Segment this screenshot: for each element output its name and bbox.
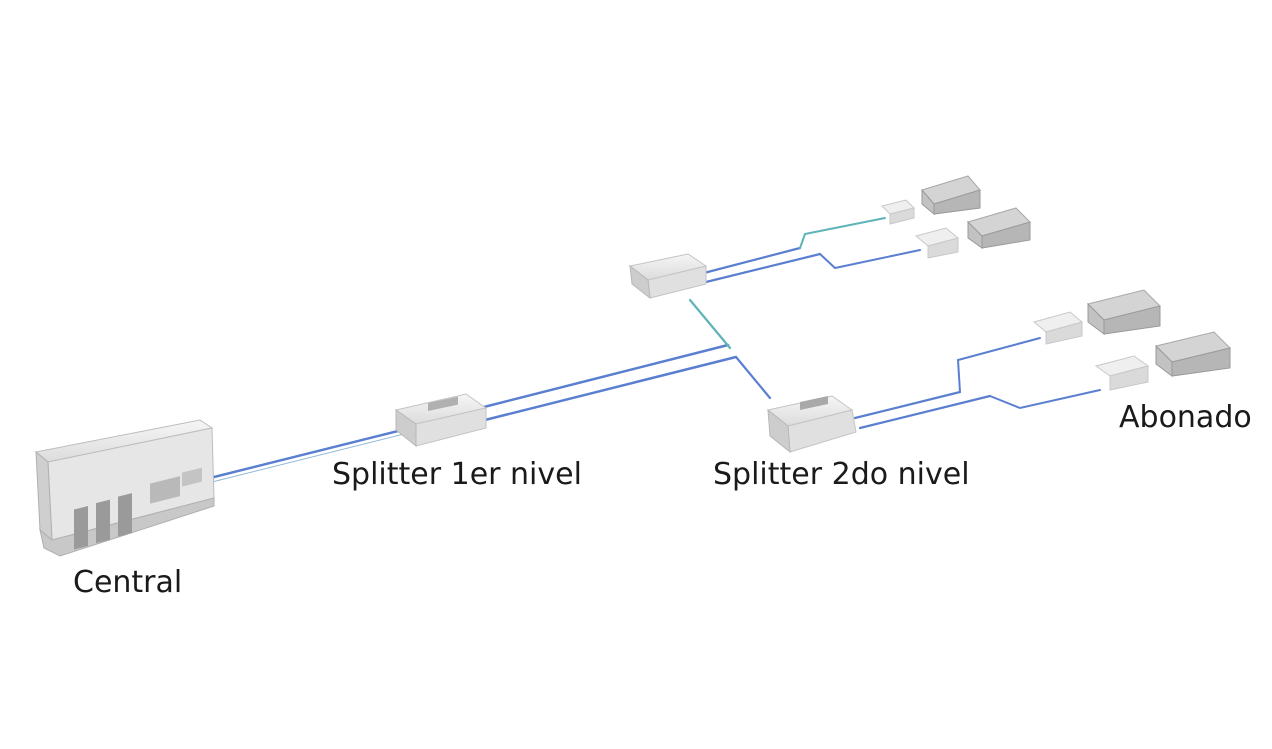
optical-splitter-icon (766, 395, 857, 454)
subscriber-house-icon (1087, 289, 1161, 335)
ont-terminal-icon (1032, 311, 1084, 345)
fiber-splitter1-to-junction-b (483, 355, 738, 422)
fiber-splitter1-to-junction-a (478, 343, 730, 410)
splitter-2-label: Splitter 2do nivel (713, 457, 970, 492)
ont-terminal-icon (1094, 355, 1150, 391)
optical-splitter-icon (628, 253, 708, 300)
subscriber-house-icon (1155, 331, 1231, 377)
central-label: Central (73, 565, 183, 600)
olt-central-office-icon (34, 419, 215, 557)
fiber-junction-to-splitter-top (688, 298, 732, 350)
subscriber-house-icon (967, 207, 1031, 249)
abonado-label: Abonado (1119, 400, 1252, 435)
fiber-central-to-splitter1 (208, 426, 412, 480)
ont-terminal-icon (914, 227, 960, 259)
splitter-1-label: Splitter 1er nivel (332, 457, 582, 492)
subscriber-house-icon (921, 175, 981, 216)
ont-terminal-icon (881, 199, 915, 225)
fiber-junction-to-splitter2 (734, 355, 772, 400)
optical-splitter-icon (394, 393, 488, 448)
fiber-links (208, 217, 1101, 483)
